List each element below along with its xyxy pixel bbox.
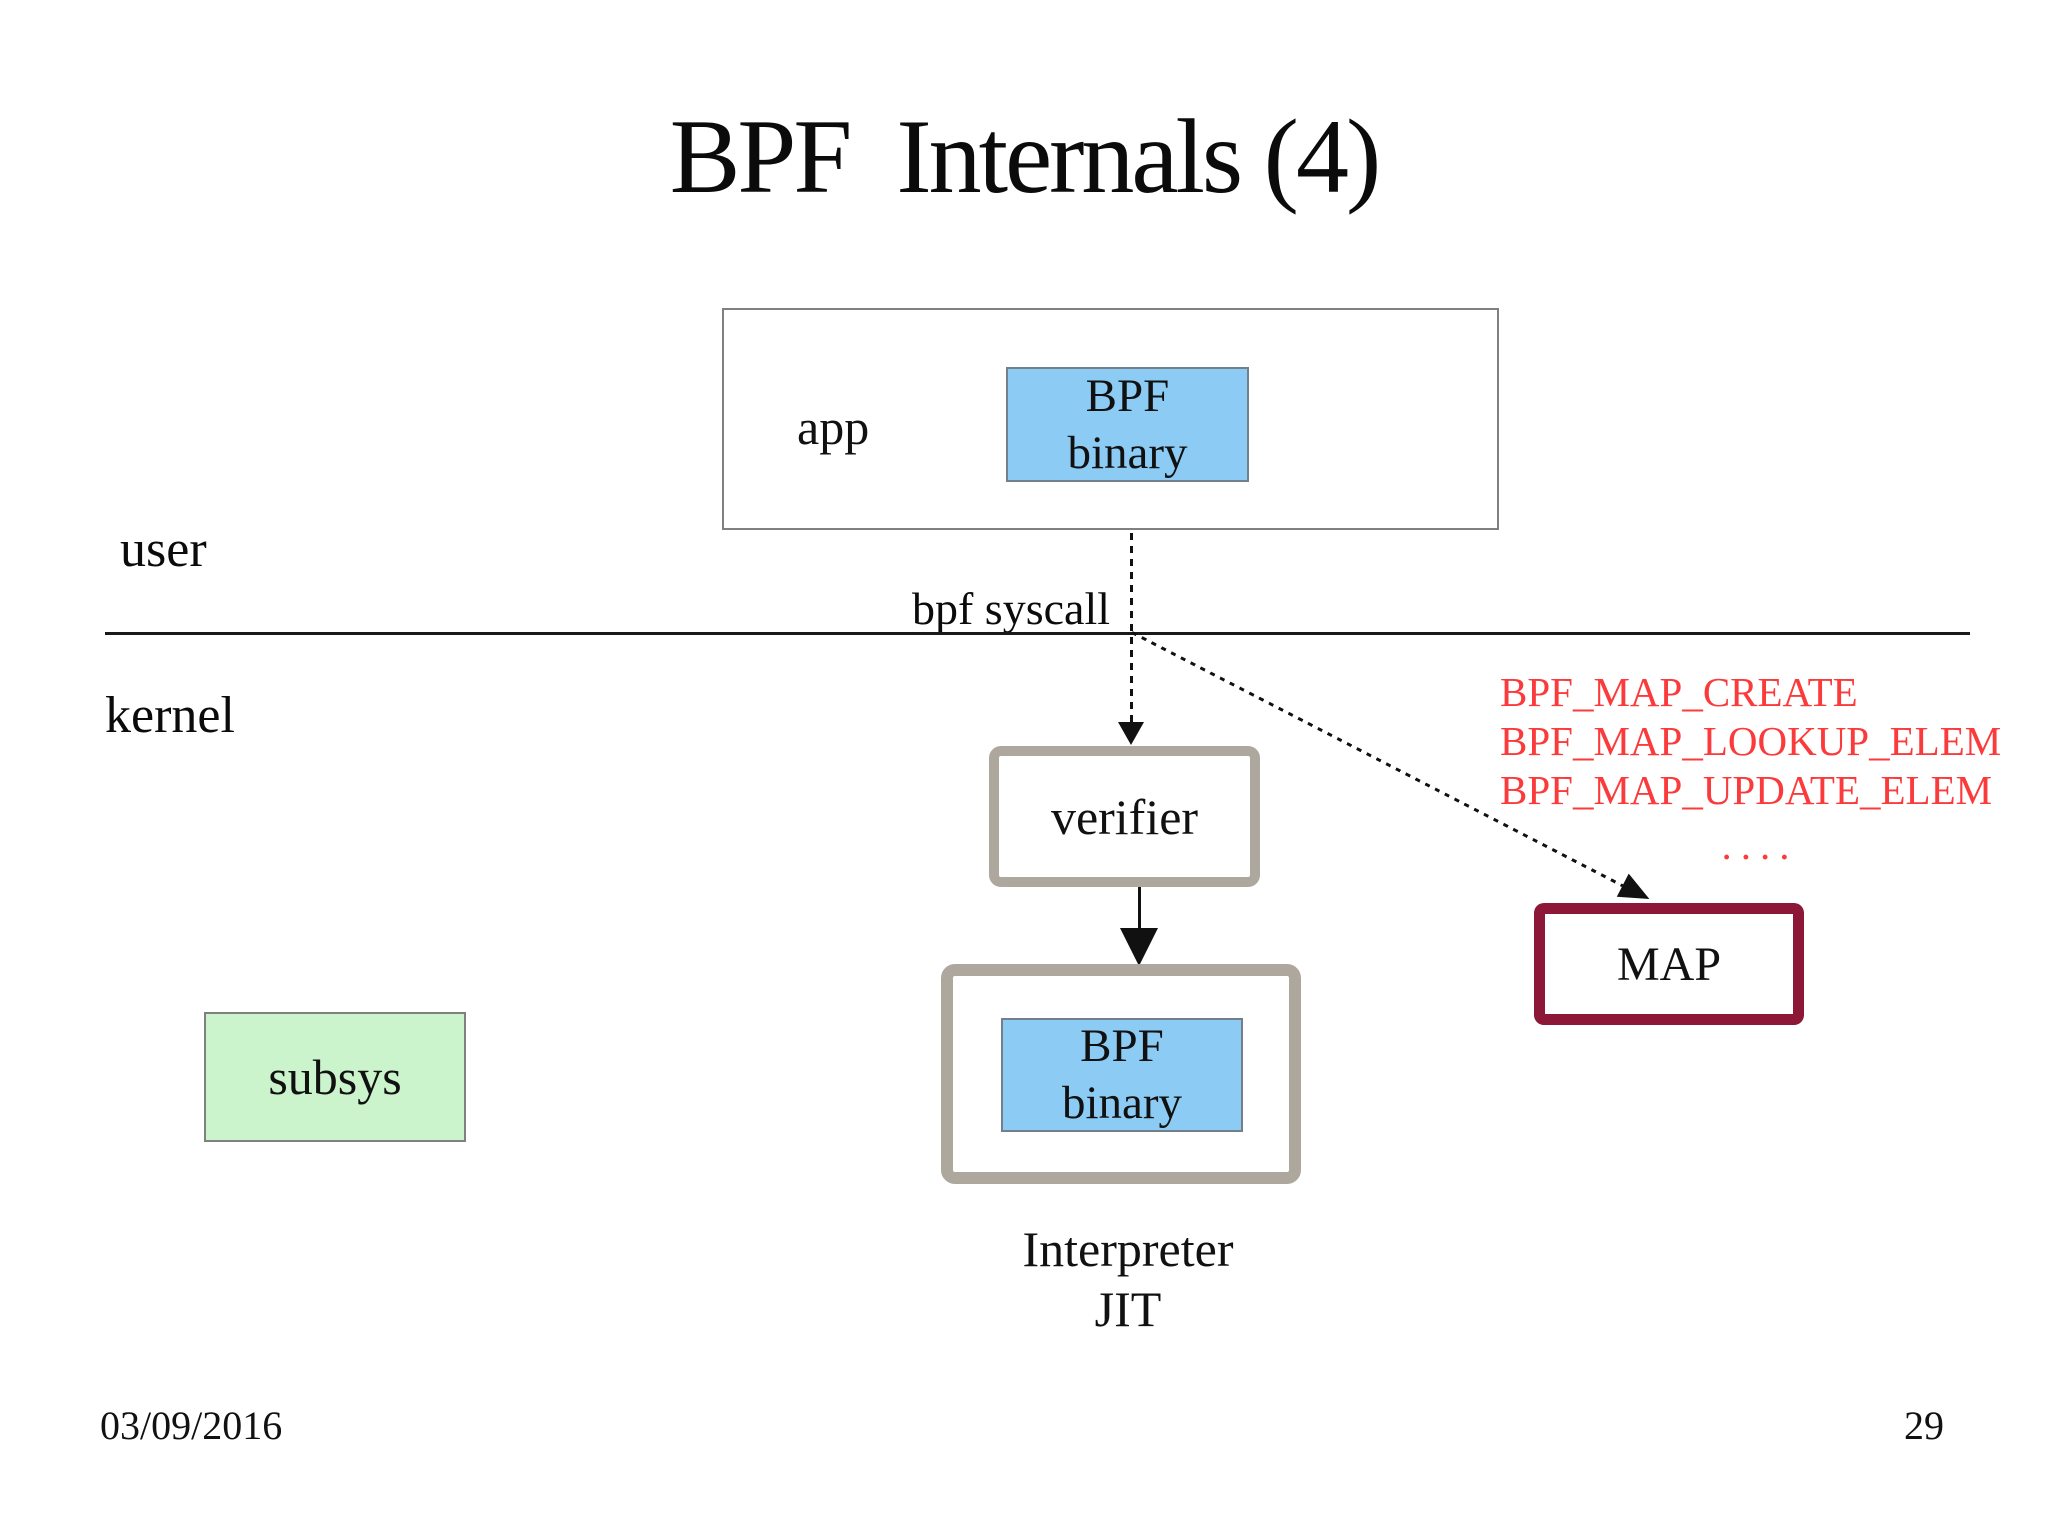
verifier-to-interpreter-arrowhead-icon xyxy=(1120,928,1158,966)
subsys-label: subsys xyxy=(268,1049,402,1105)
map-syscall-item: BPF_MAP_CREATE xyxy=(1500,669,1858,715)
map-box: MAP xyxy=(1534,903,1804,1025)
bpf-binary-line1: BPF xyxy=(1080,1020,1164,1072)
bpf-binary-line2: binary xyxy=(1061,1077,1183,1129)
map-syscall-item: BPF_MAP_UPDATE_ELEM xyxy=(1500,767,1993,813)
interpreter-label: Interpreter xyxy=(1022,1221,1234,1277)
footer-date: 03/09/2016 xyxy=(100,1403,283,1448)
map-syscall-ellipsis: .... xyxy=(1721,822,1799,868)
app-label: app xyxy=(797,399,870,455)
syscall-dashed-arrowhead-icon xyxy=(1118,722,1144,745)
user-kernel-divider-line xyxy=(105,632,1970,635)
jit-label: JIT xyxy=(1094,1281,1162,1337)
verifier-box: verifier xyxy=(989,746,1260,887)
interpreter-box xyxy=(941,964,1301,1184)
slide-title: BPF Internals (4) xyxy=(669,98,1382,215)
subsys-box: subsys xyxy=(204,1012,466,1142)
syscall-dashed-arrow-line xyxy=(1130,533,1133,723)
map-label: MAP xyxy=(1616,937,1722,991)
bpf-syscall-label: bpf syscall xyxy=(911,583,1110,634)
bpf-binary-line1: BPF xyxy=(1085,369,1170,422)
bpf-binary-box-user: BPF binary xyxy=(1006,367,1249,482)
bpf-binary-box-kernel: BPF binary xyxy=(1001,1018,1243,1132)
footer-page-number: 29 xyxy=(1904,1403,1944,1448)
kernel-label: kernel xyxy=(105,687,235,744)
verifier-label: verifier xyxy=(1050,788,1199,845)
user-label: user xyxy=(120,521,207,578)
map-syscall-list: BPF_MAP_CREATE BPF_MAP_LOOKUP_ELEM BPF_M… xyxy=(1500,668,2020,870)
verifier-to-interpreter-arrow-line xyxy=(1138,887,1141,932)
map-syscall-item: BPF_MAP_LOOKUP_ELEM xyxy=(1500,718,2002,764)
bpf-binary-line2: binary xyxy=(1067,426,1188,479)
